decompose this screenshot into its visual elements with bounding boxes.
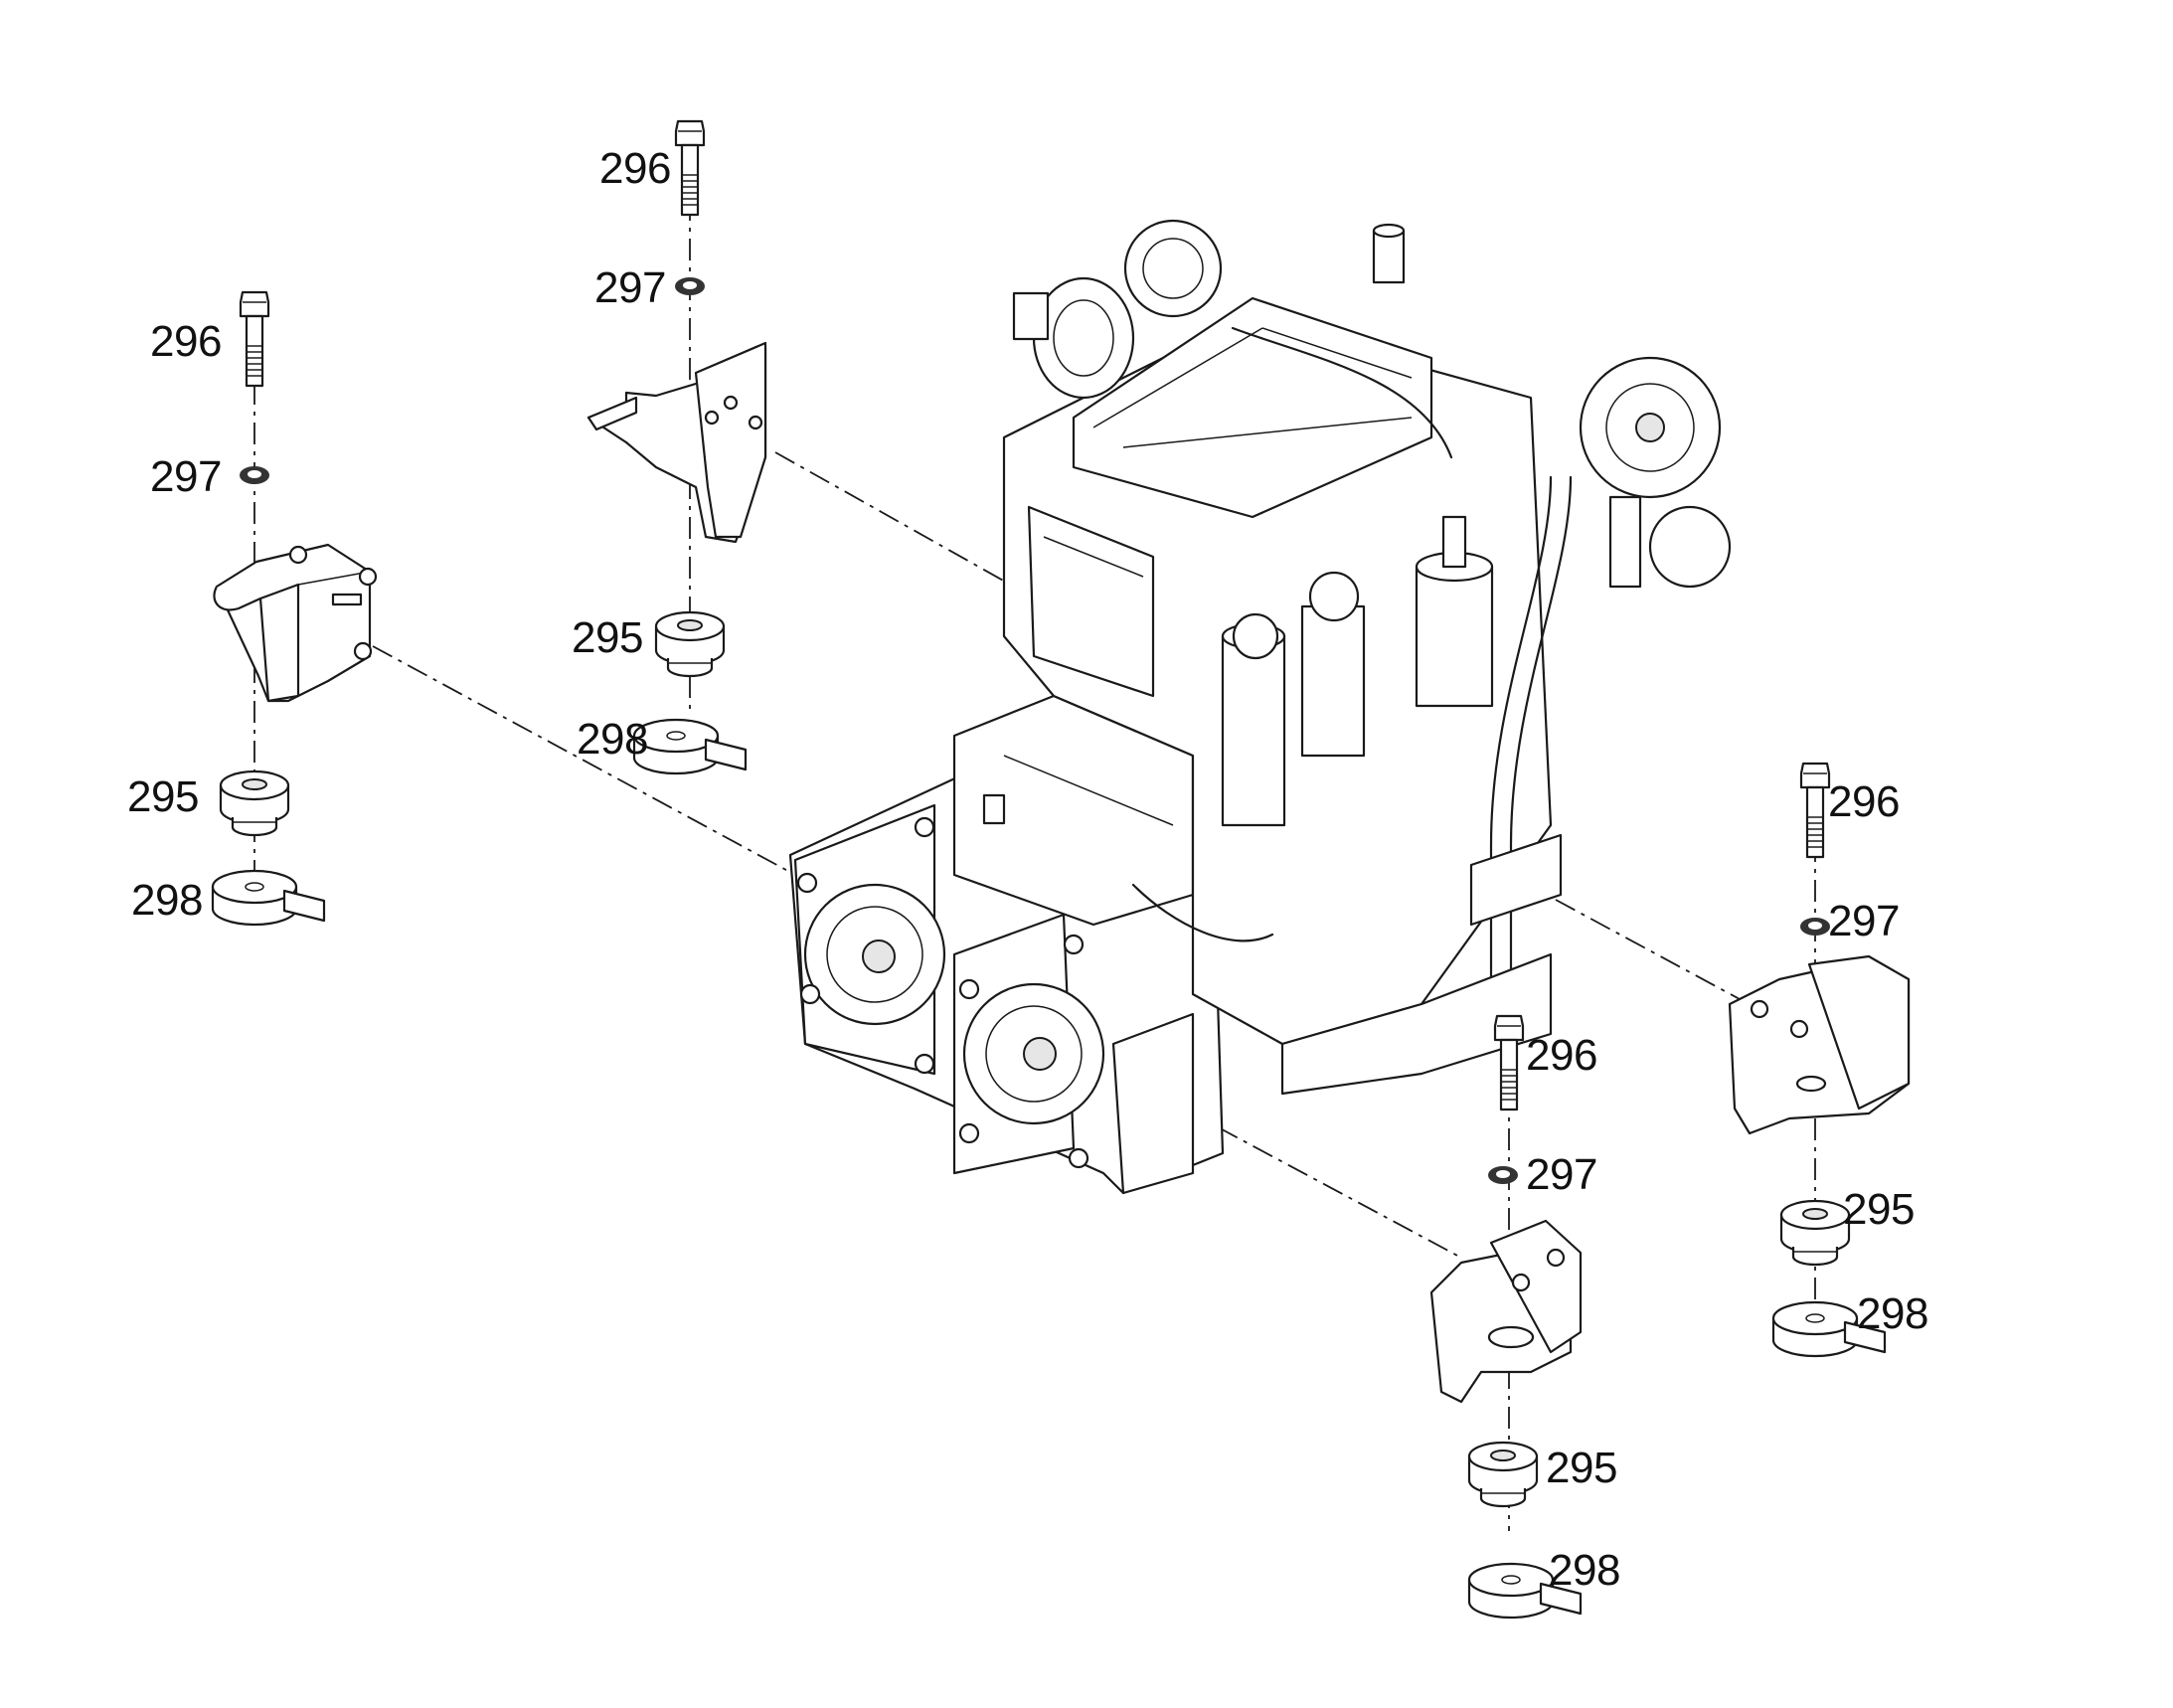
callout-296-right: 296 <box>1828 777 1900 826</box>
callout-298-bottom: 298 <box>1549 1546 1620 1595</box>
callout-297-right: 297 <box>1828 897 1900 945</box>
plate-left <box>211 869 326 927</box>
callout-296-top: 296 <box>599 144 671 193</box>
washer-bottom <box>1488 1166 1518 1184</box>
left-mount-stack <box>211 290 378 927</box>
callout-295-top: 295 <box>572 613 643 662</box>
bushing-right <box>1779 1199 1851 1267</box>
engine-assembly <box>788 219 1732 1195</box>
bracket-left <box>213 543 378 703</box>
callout-296-left: 296 <box>150 317 222 366</box>
bracket-bottom <box>1429 1219 1583 1404</box>
callout-298-top: 298 <box>577 715 648 764</box>
bolt-left <box>239 290 270 388</box>
callout-298-right: 298 <box>1857 1289 1928 1338</box>
callout-296-bottom: 296 <box>1526 1031 1597 1080</box>
callout-297-left: 297 <box>150 452 222 501</box>
washer-top <box>675 277 705 295</box>
callout-297-bottom: 297 <box>1526 1150 1597 1199</box>
bolt-top <box>674 119 706 217</box>
washer-right <box>1800 918 1830 936</box>
right-mount-stack <box>1728 762 1911 1358</box>
bolt-right <box>1799 762 1831 859</box>
bolt-bottom <box>1493 1014 1525 1111</box>
plate-top <box>632 718 748 775</box>
bushing-left <box>219 769 290 837</box>
callout-295-left: 295 <box>127 772 199 821</box>
callout-297-top: 297 <box>594 263 666 312</box>
bracket-top <box>586 341 767 544</box>
callout-298-left: 298 <box>131 876 203 925</box>
bushing-top <box>654 610 726 678</box>
callout-295-right: 295 <box>1843 1185 1915 1234</box>
washer-left <box>240 466 269 484</box>
bushing-bottom <box>1467 1441 1539 1508</box>
top-mount-stack <box>586 119 767 775</box>
bottom-mount-stack <box>1429 1014 1583 1620</box>
bracket-right <box>1728 954 1911 1135</box>
callout-295-bottom: 295 <box>1546 1444 1617 1492</box>
